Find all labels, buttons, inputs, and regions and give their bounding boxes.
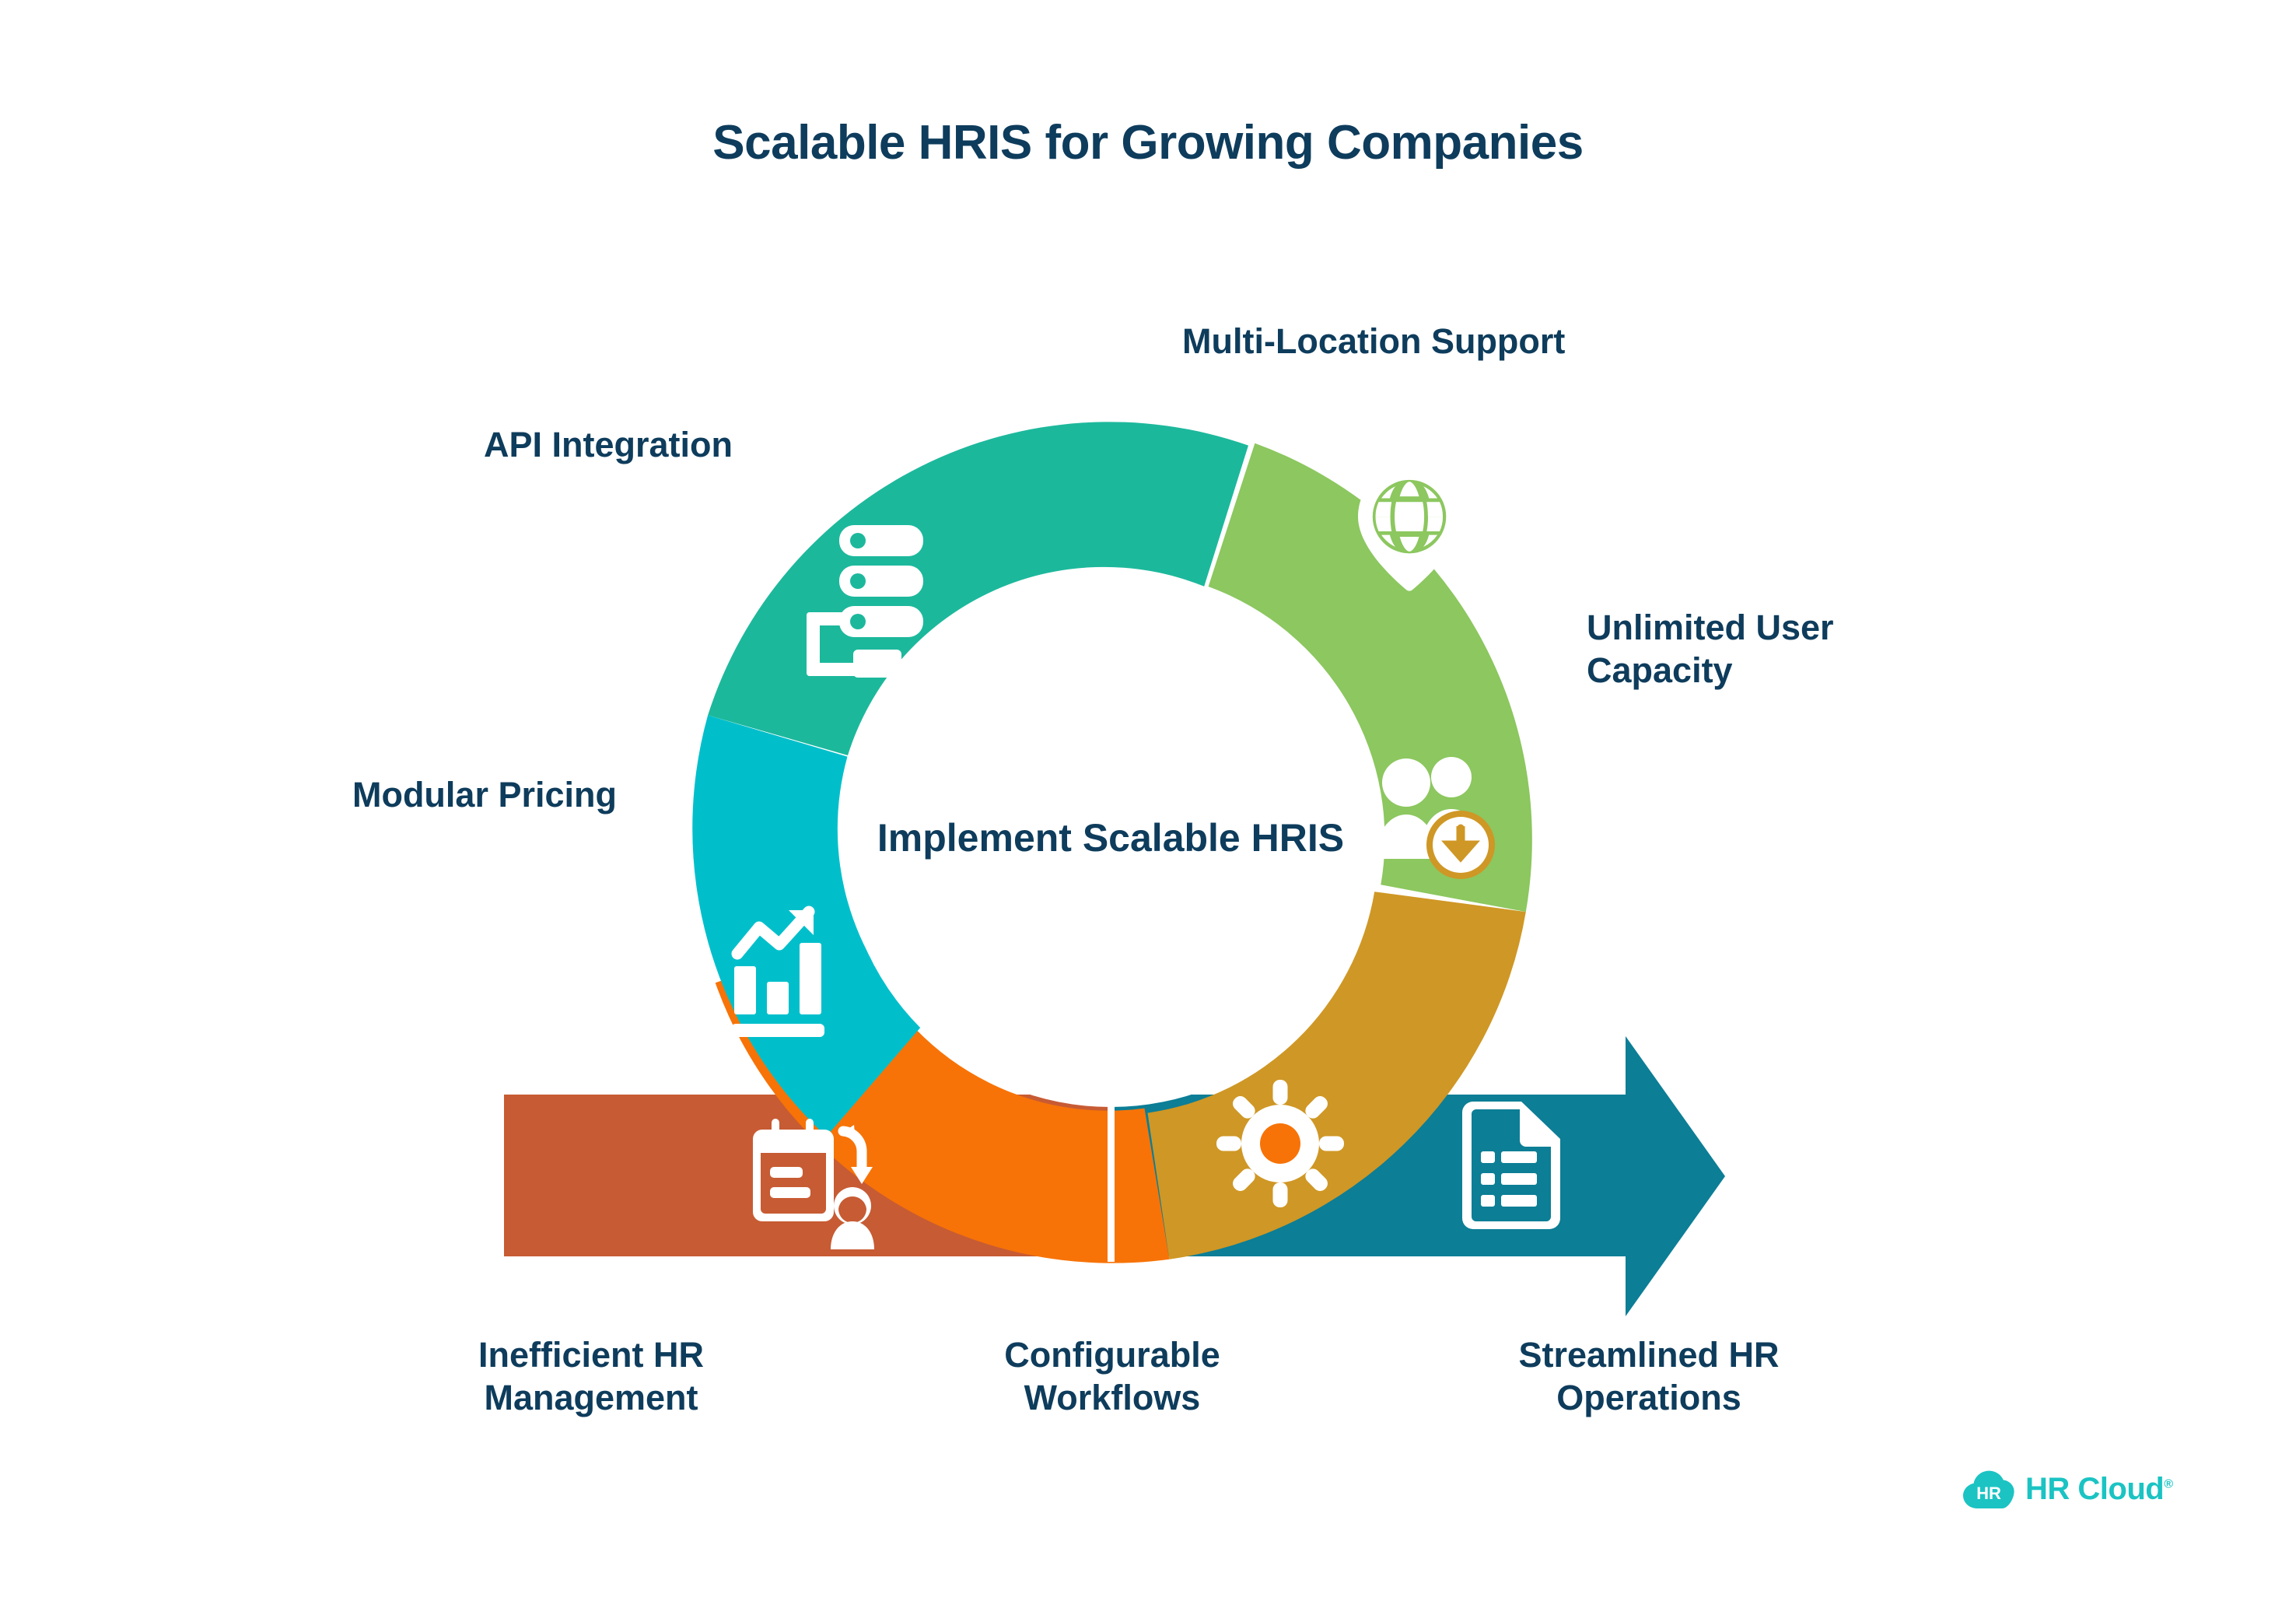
server-stack-icon <box>807 525 923 678</box>
location-globe-pin-icon <box>1358 465 1461 591</box>
svg-text:HR: HR <box>1976 1484 2001 1503</box>
users-download-icon <box>1375 757 1495 879</box>
flow-divider <box>1108 1089 1115 1262</box>
bar-chart-growth-icon <box>731 906 824 1037</box>
cloud-icon: HR <box>1963 1470 2014 1508</box>
label-modular-pricing: Modular Pricing <box>352 775 617 815</box>
calendar-sync-person-icon <box>753 1119 874 1249</box>
ring-inner-hole <box>842 570 1379 1107</box>
label-streamlined-hr-operations: Streamlined HR Operations <box>1518 1335 1780 1417</box>
label-multi-location-support: Multi-Location Support <box>1182 321 1566 361</box>
label-inefficient-hr-management: Inefficient HR Management <box>478 1335 705 1417</box>
logo-wordmark: HR Cloud® <box>2025 1471 2173 1506</box>
label-configurable-workflows: Configurable Workflows <box>1004 1335 1220 1417</box>
label-api-integration: API Integration <box>483 425 733 464</box>
gear-icon <box>1216 1080 1344 1207</box>
label-unlimited-user-capacity: Unlimited User Capacity <box>1587 608 1834 690</box>
ring-segment-unlimited-user[interactable] <box>1147 892 1526 1259</box>
document-list-icon <box>1462 1102 1560 1229</box>
center-label: Implement Scalable HRIS <box>877 816 1345 860</box>
hr-cloud-logo[interactable]: HR HR Cloud® <box>1963 1466 2173 1512</box>
page-title: Scalable HRIS for Growing Companies <box>712 116 1584 170</box>
